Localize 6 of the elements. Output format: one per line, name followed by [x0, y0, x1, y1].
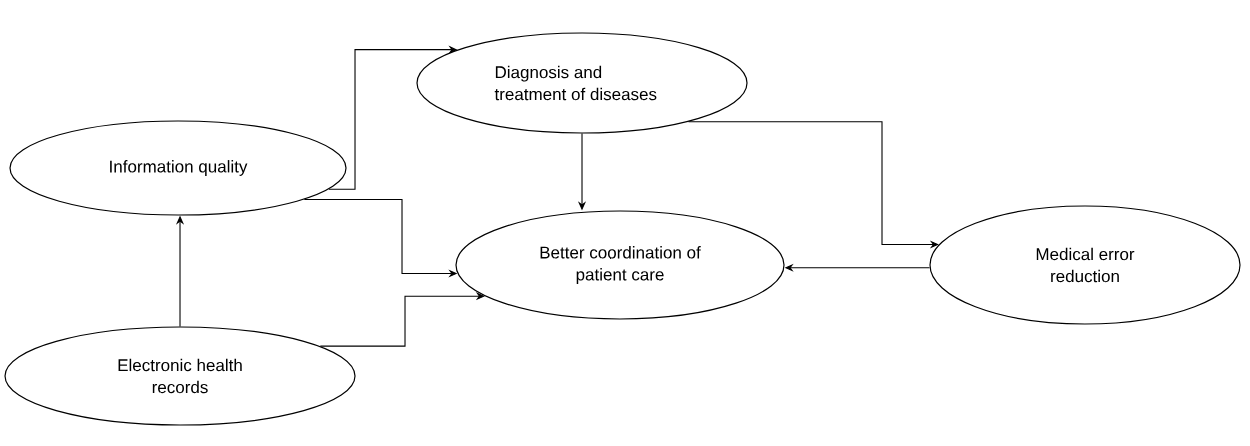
ellipse-node: Diagnosis and treatment of diseases	[416, 32, 748, 134]
arrow	[319, 292, 485, 347]
ellipse-node: Better coordination of patient care	[455, 210, 785, 320]
ellipse-node: Information quality	[9, 120, 347, 216]
ellipse-node: Medical error reduction	[929, 205, 1241, 325]
ellipse-node: Electronic health records	[4, 326, 356, 426]
